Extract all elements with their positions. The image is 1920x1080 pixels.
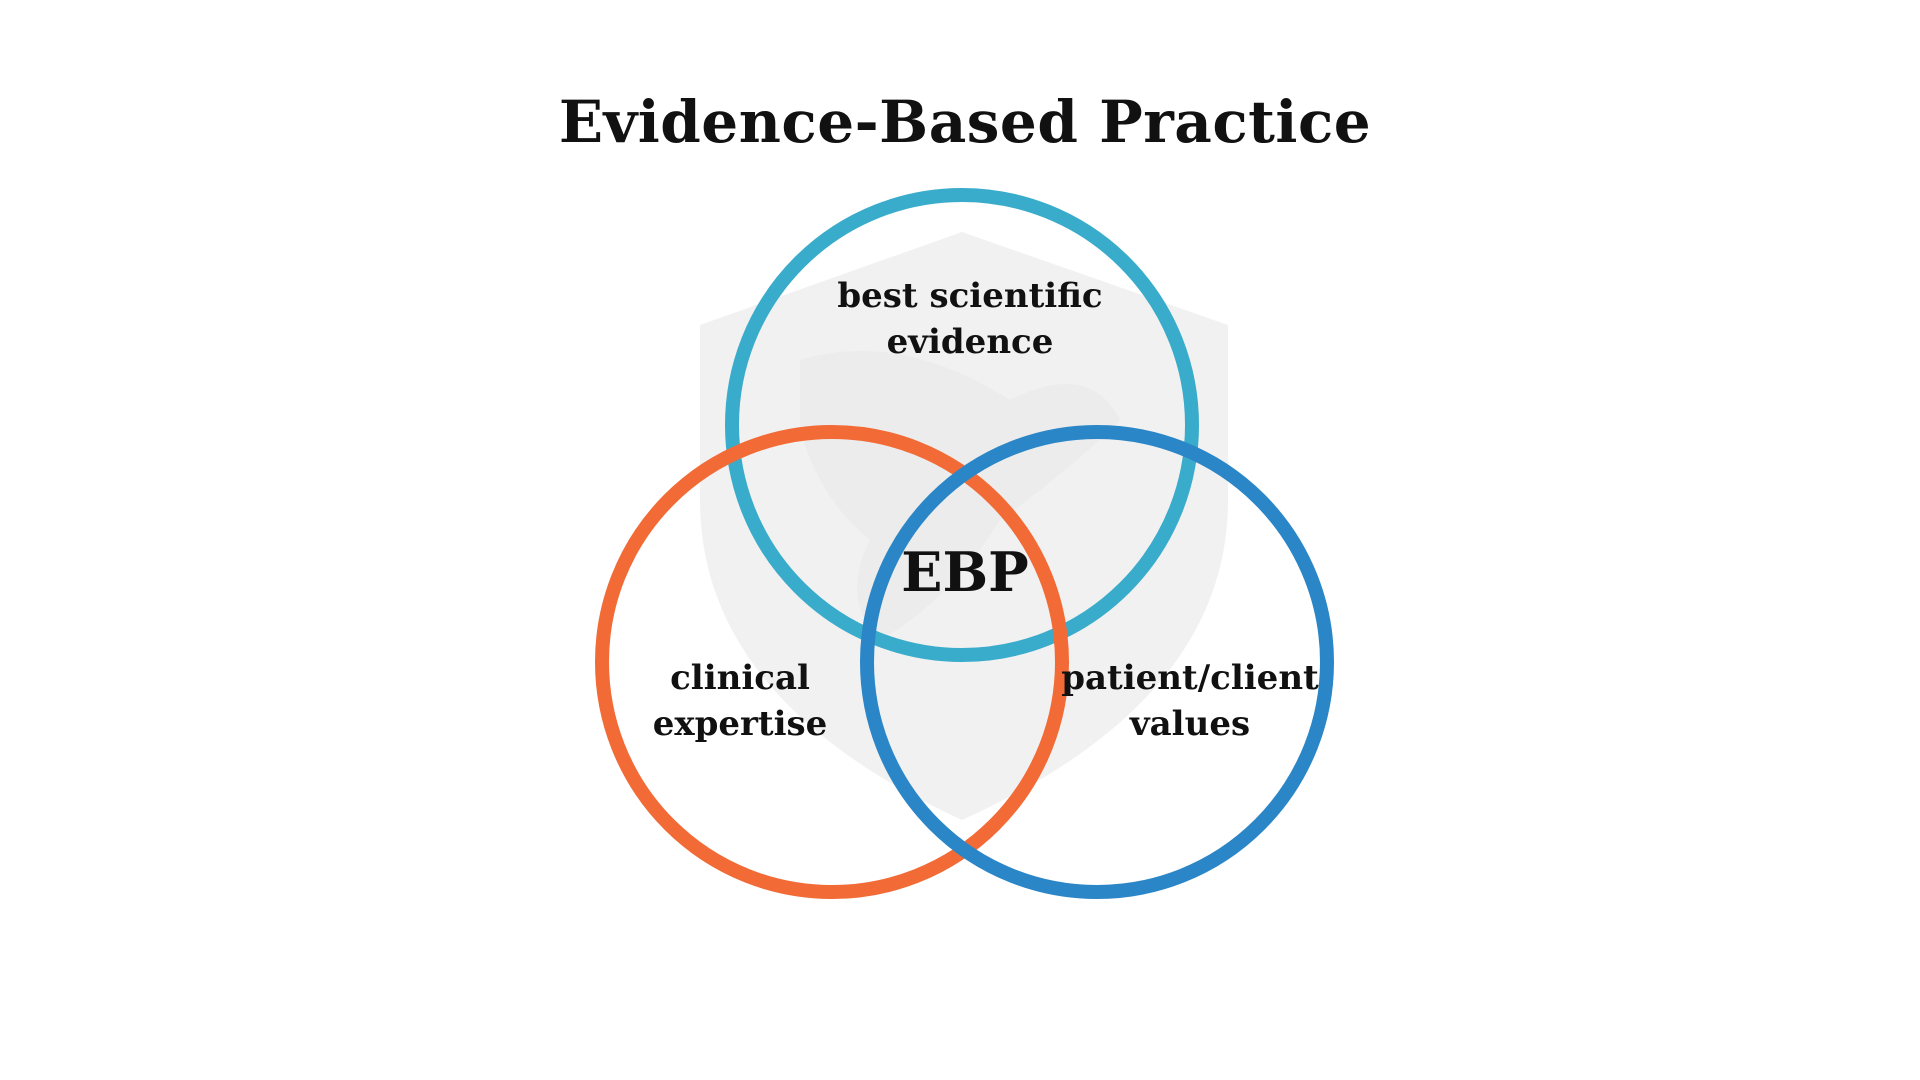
label-top-line-1: best scientific [837, 276, 1103, 316]
diagram-title: Evidence-Based Practice [558, 88, 1372, 156]
label-left-line-1: clinical [670, 658, 810, 698]
label-patient-client-values: patient/client values [1040, 655, 1340, 747]
label-right-line-2: values [1129, 704, 1251, 744]
label-left-line-2: expertise [652, 704, 828, 744]
label-best-scientific-evidence: best scientific evidence [810, 273, 1130, 365]
center-label-ebp: EBP [901, 540, 1029, 604]
label-clinical-expertise: clinical expertise [600, 655, 880, 747]
label-right-line-1: patient/client [1061, 658, 1319, 698]
circle-left [595, 425, 1069, 899]
circle-top [725, 188, 1199, 662]
label-top-line-2: evidence [886, 322, 1054, 362]
circle-right [860, 425, 1334, 899]
